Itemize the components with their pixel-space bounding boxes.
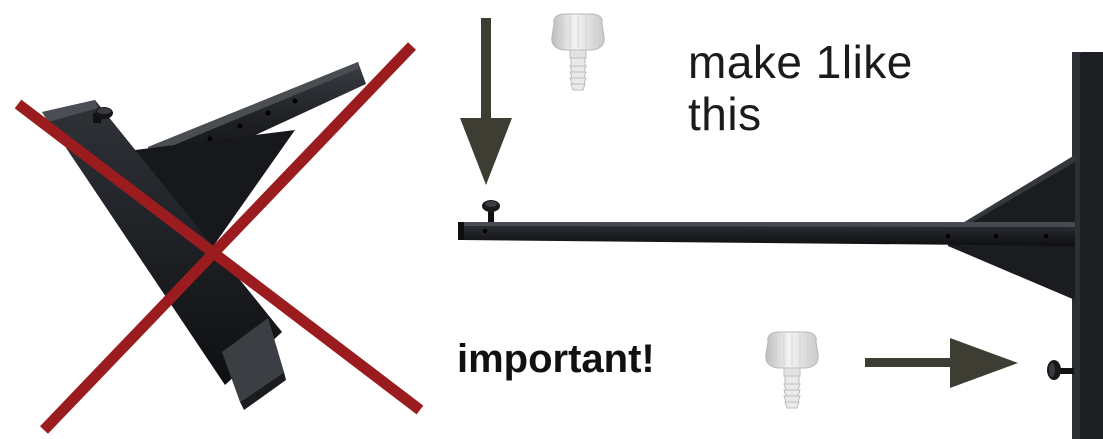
knob-screw-icon [766, 332, 819, 408]
wrong-leg-assembly [42, 62, 366, 410]
right-arrow-icon [865, 338, 1018, 388]
important-label: important! [457, 336, 655, 382]
instruction-line-2: this [688, 88, 948, 140]
knob-screw-icon [552, 14, 605, 90]
instruction-caption: make 1like this [688, 36, 948, 140]
instruction-line-1: make 1like [688, 36, 948, 88]
down-arrow-icon [460, 18, 512, 185]
